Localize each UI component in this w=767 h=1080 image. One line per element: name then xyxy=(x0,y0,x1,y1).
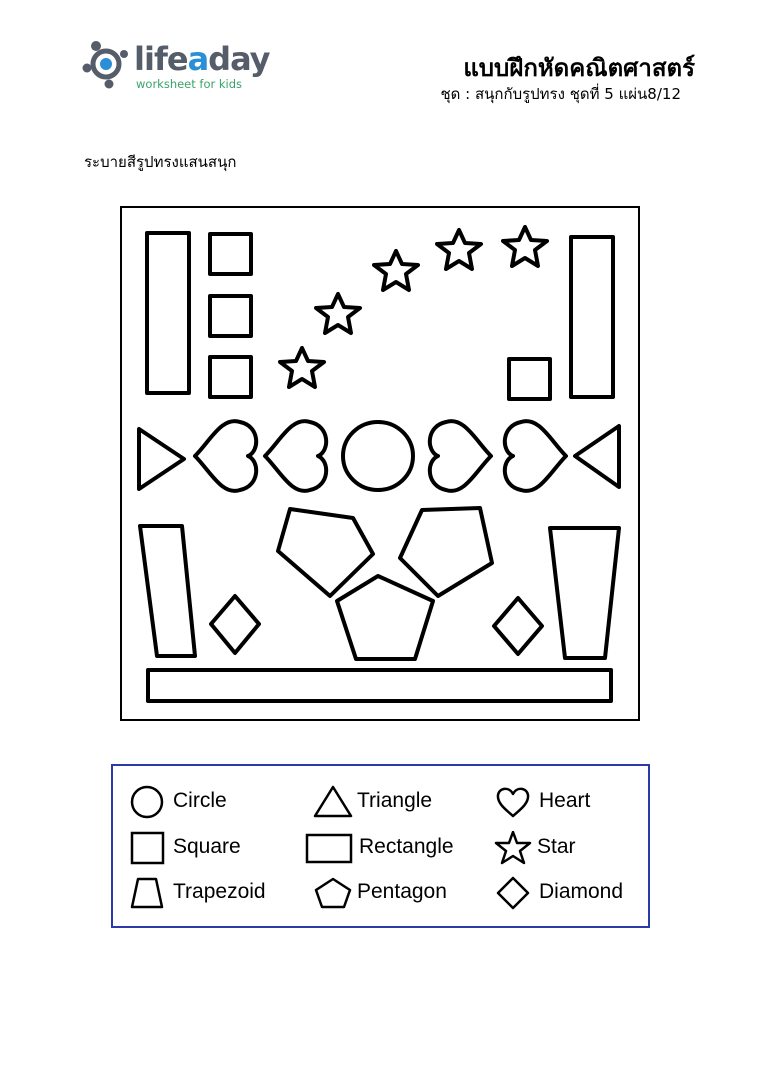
coloring-picture xyxy=(120,206,640,721)
shape-legend: Circle Triangle Heart Square Rectangle S… xyxy=(111,764,650,928)
logo-wordmark: lifeaday xyxy=(134,40,271,78)
star xyxy=(314,292,362,335)
tall-rectangle-left xyxy=(145,231,191,395)
triangle-icon xyxy=(313,785,353,818)
trapezoid-icon xyxy=(130,877,164,909)
pentagon-icon xyxy=(314,877,352,909)
picture-frame xyxy=(120,206,640,721)
square xyxy=(208,232,253,276)
legend-label: Square xyxy=(173,835,241,858)
legend-label: Circle xyxy=(173,789,227,812)
worksheet-title: แบบฝึกหัดคณิตศาสตร์ xyxy=(463,54,695,82)
triangle-left-pointing xyxy=(573,424,621,489)
square-icon xyxy=(130,831,165,865)
lifeaday-logo: lifeaday worksheet for kids xyxy=(82,38,282,98)
pentagon xyxy=(335,574,435,661)
square xyxy=(208,355,253,399)
heart xyxy=(427,419,493,493)
worksheet-subtitle: ชุด : สนุกกับรูปทรง ชุดที่ 5 แผ่น8/12 xyxy=(440,85,681,103)
tall-rectangle-right xyxy=(569,235,615,399)
pentagon xyxy=(276,507,375,598)
legend-label: Trapezoid xyxy=(173,880,266,903)
square xyxy=(208,294,253,338)
heart xyxy=(193,419,259,493)
star xyxy=(372,249,420,292)
diamond xyxy=(492,596,544,656)
square xyxy=(507,357,552,401)
legend-label: Pentagon xyxy=(357,880,447,903)
pentagon xyxy=(398,506,494,598)
heart-icon xyxy=(496,787,530,818)
trapezoid xyxy=(548,526,621,660)
legend-label: Star xyxy=(537,835,576,858)
bottom-rectangle xyxy=(146,668,613,703)
circle-icon xyxy=(130,785,164,819)
logo-tagline: worksheet for kids xyxy=(136,77,243,91)
legend-label: Diamond xyxy=(539,880,624,903)
diamond xyxy=(209,594,261,655)
legend-label: Triangle xyxy=(357,789,433,812)
star-icon xyxy=(494,831,532,865)
instruction-text: ระบายสีรูปทรงแสนสนุก xyxy=(84,153,237,171)
rectangle-icon xyxy=(305,833,353,864)
star xyxy=(435,228,483,271)
legend-label: Heart xyxy=(539,789,591,812)
circle xyxy=(341,420,415,492)
molecule-icon xyxy=(82,41,128,89)
star xyxy=(278,346,326,389)
star xyxy=(501,225,549,268)
diamond-icon xyxy=(496,876,530,910)
triangle-right-pointing xyxy=(137,427,186,491)
heart xyxy=(263,419,329,493)
heart xyxy=(502,419,568,493)
trapezoid xyxy=(138,524,197,658)
legend-label: Rectangle xyxy=(359,835,454,858)
